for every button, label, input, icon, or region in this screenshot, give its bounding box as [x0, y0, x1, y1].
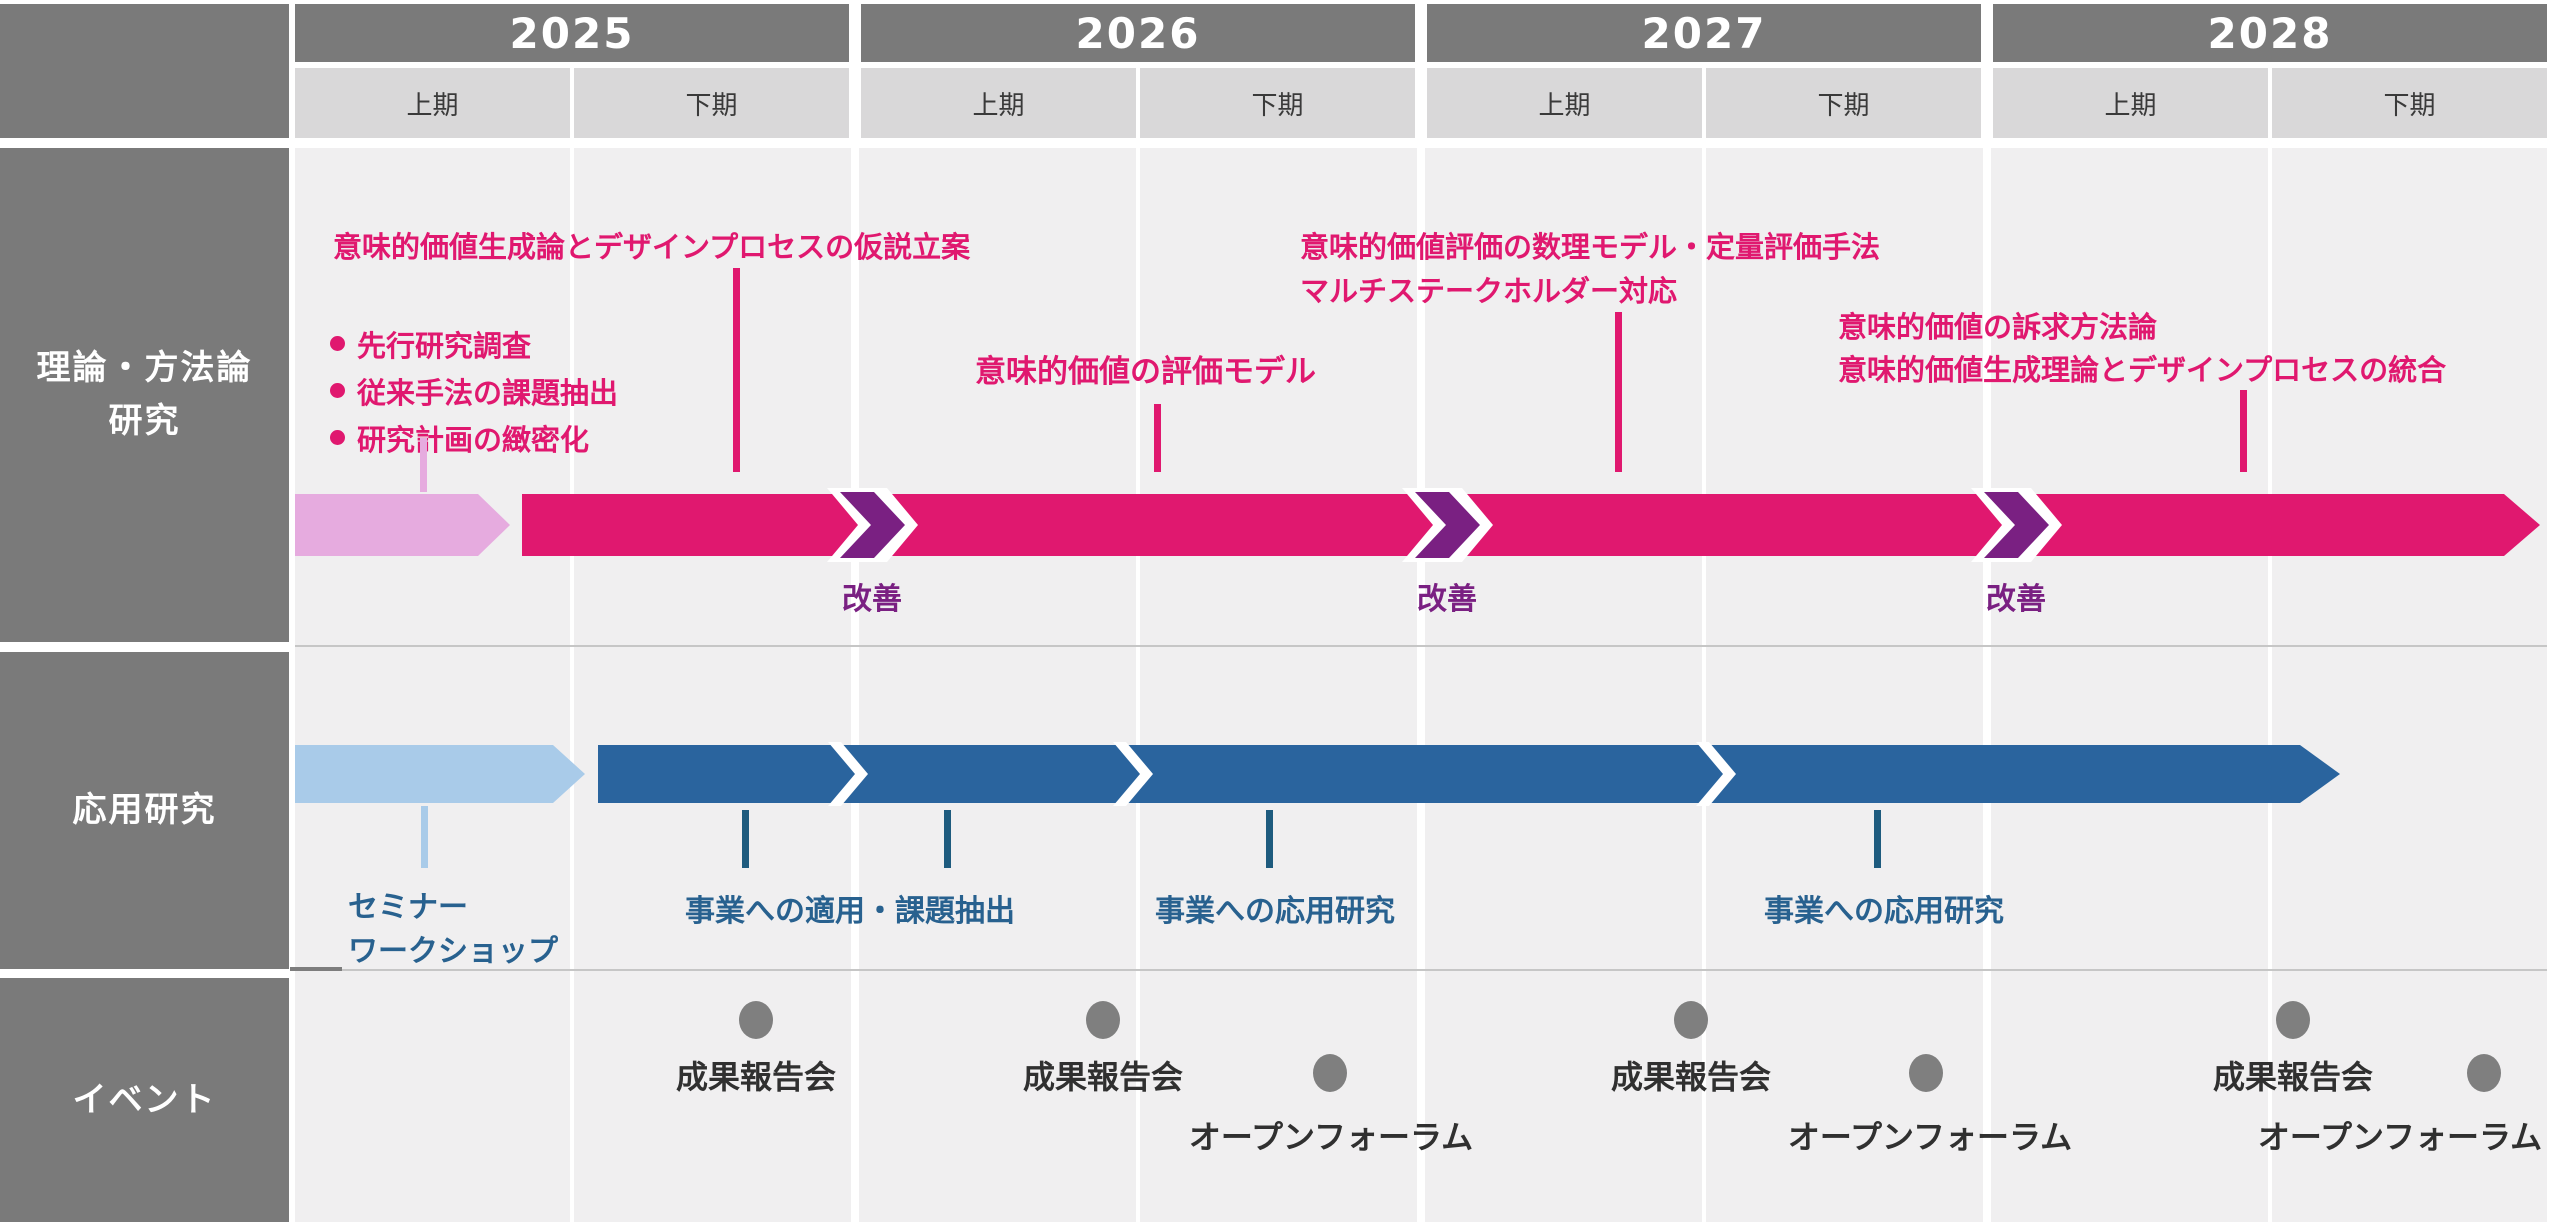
event-dot-forum-2 — [1909, 1054, 1943, 1092]
improvement-label-3: 改善 — [1986, 582, 2046, 617]
applied-tick-seminar — [421, 806, 428, 868]
applied-tick-applied-2 — [1874, 810, 1881, 868]
applied-label-seminar-line2: ワークショップ — [348, 934, 558, 969]
gridline-2025-2026 — [851, 148, 859, 1222]
event-label-forum-3: オープンフォーラム — [2257, 1118, 2543, 1156]
sidebar-label-events: イベント — [72, 1079, 217, 1120]
theory-tick-integration — [2240, 390, 2247, 472]
theory-milestone-math-model-line2: マルチステークホルダー対応 — [1300, 274, 1678, 308]
period-header-2028-h1: 上期 — [1993, 68, 2268, 138]
theory-milestone-integration-line2: 意味的価値生成理論とデザインプロセスの統合 — [1838, 353, 2447, 387]
row-separator-theory-applied — [295, 645, 2547, 647]
theory-tick-math-model — [1615, 312, 1622, 472]
event-dot-report-3 — [1674, 1001, 1708, 1039]
sidebar-corner-cell — [0, 4, 289, 138]
sidebar-label-theory-line1: 理論・方法論 — [36, 348, 253, 389]
row-separator-applied-events — [295, 969, 2547, 971]
event-label-report-2: 成果報告会 — [1022, 1058, 1183, 1096]
sidebar-label-theory-line2: 研究 — [108, 401, 181, 441]
theory-milestone-integration-line1: 意味的価値の訴求方法論 — [1838, 310, 2158, 344]
period-header-2026-h1: 上期 — [861, 68, 1136, 138]
bullet-icon — [330, 383, 345, 398]
gridline-2026-mid — [1136, 148, 1140, 1222]
theory-milestone-eval-model: 意味的価値の評価モデル — [975, 354, 1316, 390]
event-dot-forum-1 — [1313, 1054, 1347, 1092]
event-dot-report-1 — [739, 1001, 773, 1039]
period-header-2025-h2: 下期 — [574, 68, 849, 138]
applied-label-applied-1: 事業への応用研究 — [1155, 894, 1395, 929]
theory-tick-hypothesis — [733, 268, 740, 472]
row-separator-dark-stub — [290, 967, 342, 971]
applied-tick-applied-1 — [1266, 810, 1273, 868]
sidebar-row-events: イベント — [0, 978, 289, 1222]
period-header-2028-h2: 下期 — [2272, 68, 2547, 138]
improvement-label-2: 改善 — [1417, 582, 1477, 617]
event-label-report-3: 成果報告会 — [1610, 1058, 1771, 1096]
applied-label-seminar-line1: セミナー — [348, 890, 468, 925]
bullet-icon — [330, 430, 345, 445]
applied-label-adapt: 事業への適用・課題抽出 — [685, 894, 1015, 929]
bullet-icon — [330, 336, 345, 351]
theory-tick-phase1 — [420, 438, 427, 492]
gridline-2027-mid — [1702, 148, 1706, 1222]
event-label-forum-2: オープンフォーラム — [1787, 1118, 2073, 1156]
theory-bullet-item: 先行研究調査 — [330, 320, 618, 367]
period-header-2027-h2: 下期 — [1706, 68, 1981, 138]
event-dot-report-4 — [2276, 1001, 2310, 1039]
theory-bullet-text-2: 従来手法の課題抽出 — [357, 375, 619, 410]
sidebar-row-applied: 応用研究 — [0, 652, 289, 969]
theory-bullet-item: 研究計画の緻密化 — [330, 414, 618, 461]
gridline-2028-mid — [2268, 148, 2272, 1222]
theory-milestone-hypothesis: 意味的価値生成論とデザインプロセスの仮説立案 — [333, 230, 971, 264]
period-header-2026-h2: 下期 — [1140, 68, 1415, 138]
year-header-2028: 2028 — [1993, 4, 2547, 62]
event-label-forum-1: オープンフォーラム — [1188, 1118, 1474, 1156]
event-dot-report-2 — [1086, 1001, 1120, 1039]
theory-bullet-list: 先行研究調査 従来手法の課題抽出 研究計画の緻密化 — [330, 320, 618, 461]
theory-tick-eval-model — [1154, 404, 1161, 472]
theory-bullet-item: 従来手法の課題抽出 — [330, 367, 618, 414]
gridline-2025-mid — [570, 148, 574, 1222]
improvement-label-1: 改善 — [842, 582, 902, 617]
event-label-report-4: 成果報告会 — [2212, 1058, 2373, 1096]
sidebar-label-applied: 応用研究 — [72, 790, 217, 831]
event-label-report-1: 成果報告会 — [675, 1058, 836, 1096]
year-header-2027: 2027 — [1427, 4, 1981, 62]
year-header-2026: 2026 — [861, 4, 1415, 62]
gridline-2026-2027 — [1417, 148, 1425, 1222]
theory-bullet-text-3: 研究計画の緻密化 — [357, 422, 590, 457]
applied-tick-adapt-1 — [742, 810, 749, 868]
theory-milestone-math-model-line1: 意味的価値評価の数理モデル・定量評価手法 — [1300, 230, 1881, 264]
sidebar-row-theory: 理論・方法論 研究 — [0, 148, 289, 642]
gridline-2027-2028 — [1983, 148, 1991, 1222]
theory-bullet-text-1: 先行研究調査 — [357, 328, 532, 363]
period-header-2025-h1: 上期 — [295, 68, 570, 138]
applied-tick-adapt-2 — [944, 810, 951, 868]
event-dot-forum-3 — [2467, 1054, 2501, 1092]
applied-label-applied-2: 事業への応用研究 — [1764, 894, 2004, 929]
year-header-2025: 2025 — [295, 4, 849, 62]
period-header-2027-h1: 上期 — [1427, 68, 1702, 138]
